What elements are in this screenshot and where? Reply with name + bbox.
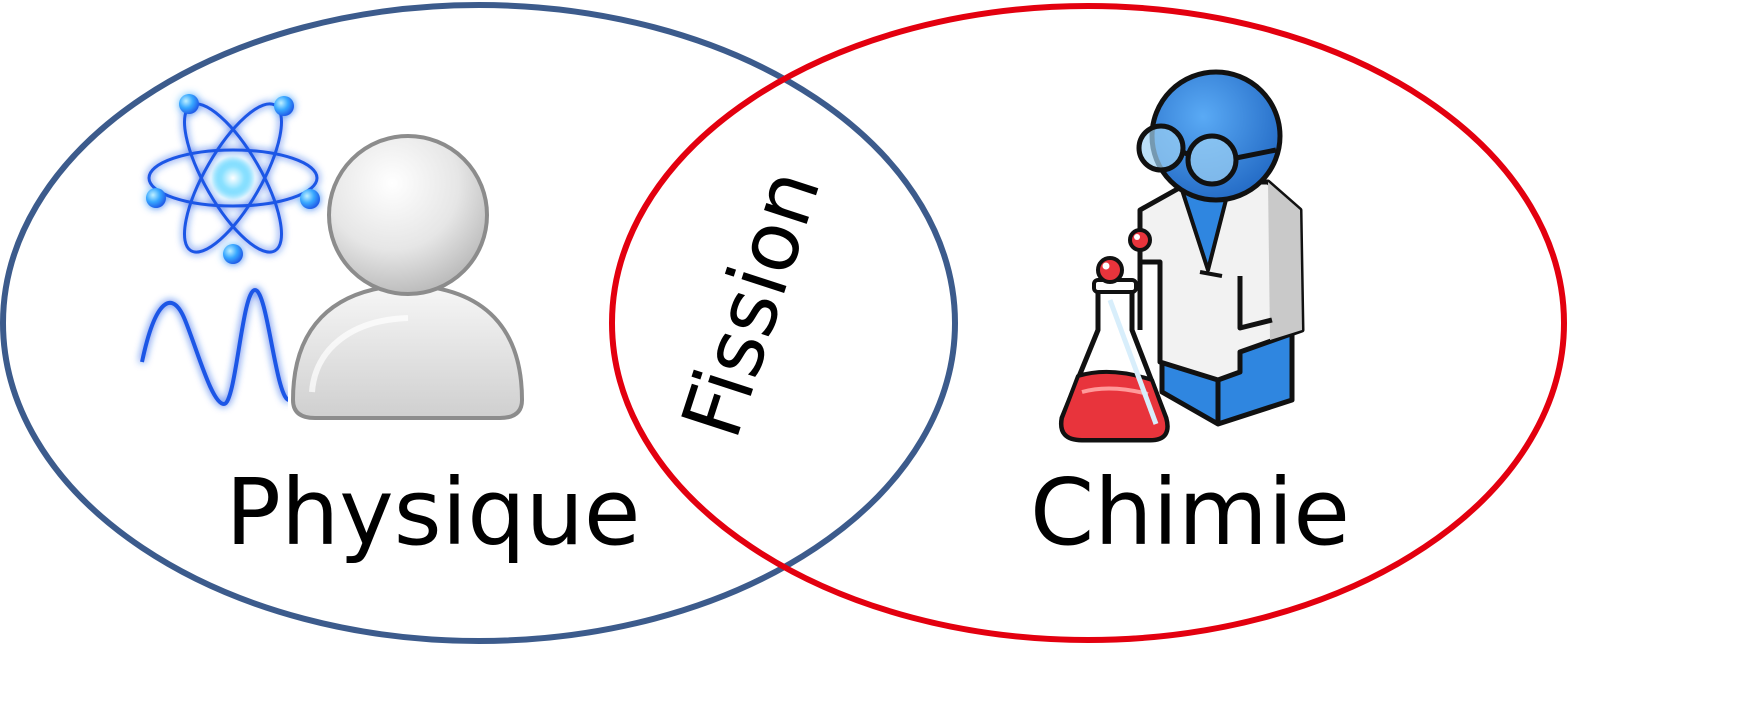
- chimie-label: Chimie: [1030, 459, 1350, 566]
- physique-label: Physique: [225, 459, 640, 566]
- chimie-ellipse: [609, 3, 1567, 643]
- erlenmeyer-flask-icon: [1058, 256, 1170, 443]
- atom-icon: [146, 94, 320, 264]
- chemist-icon: [1128, 69, 1305, 427]
- physique-ellipse: [0, 2, 958, 644]
- person-avatar-icon: [288, 134, 528, 428]
- sine-wave-icon: [140, 287, 292, 407]
- overlap-label: Fission: [664, 158, 839, 448]
